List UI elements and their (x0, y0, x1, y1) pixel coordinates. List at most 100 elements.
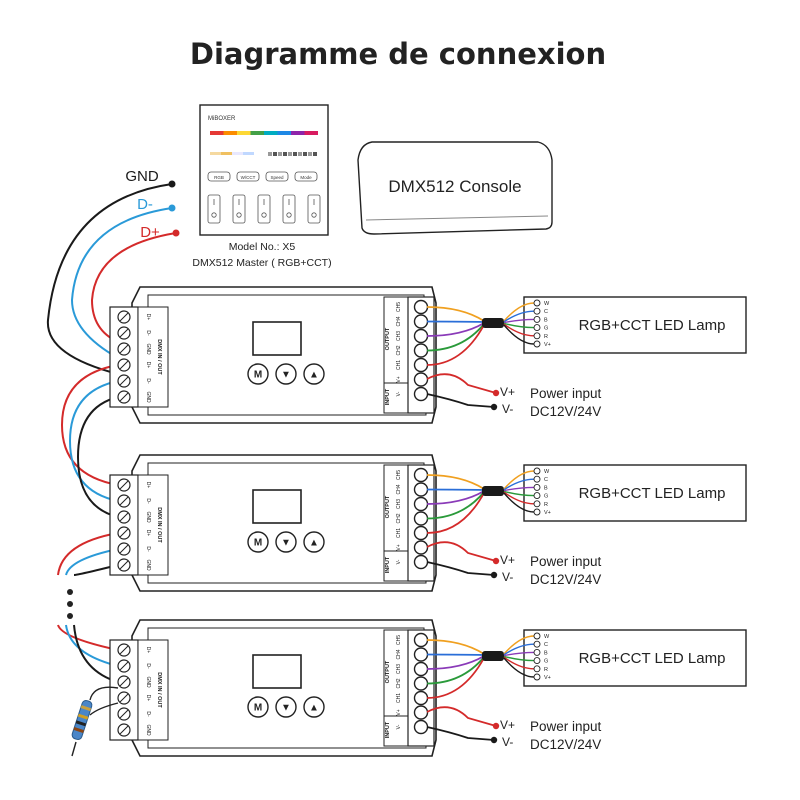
output-terminal-label: CH3 (396, 331, 402, 341)
lamp-pin (533, 657, 541, 665)
output-terminal-label: CH1 (396, 693, 402, 703)
console-body (357, 141, 553, 235)
decoder-button-mode[interactable]: M (247, 531, 269, 553)
output-channel-wire (426, 656, 485, 685)
cable-bundle (482, 318, 504, 328)
lamp-pin-label: V+ (544, 675, 551, 681)
remote-brightness-step (278, 152, 282, 156)
decoder-button-ring (303, 363, 325, 385)
output-terminal-screw (413, 357, 429, 373)
decoder-button-mode[interactable]: M (247, 363, 269, 385)
remote-key-label: Speed (270, 175, 284, 180)
dmx-screw-slot (119, 725, 129, 735)
output-terminal-screw (413, 314, 429, 329)
output-terminal-label: CH4 (396, 649, 402, 659)
lamp-pin (533, 299, 541, 307)
remote-color-strip (223, 131, 237, 135)
output-terminal-screw (413, 496, 429, 512)
bus-endpoints: GND D- D+ (125, 168, 180, 241)
lamp-pin (533, 508, 541, 516)
output-channel-wire (426, 657, 485, 699)
remote-key (265, 171, 289, 182)
lamp-pin-label: V+ (544, 342, 551, 348)
dmx-in-out-label: DMX IN / OUT (156, 507, 162, 543)
decoder-button-down[interactable]: ▼ (275, 363, 297, 385)
remote-zone-mark (311, 212, 317, 218)
power-vminus-wire (426, 393, 495, 408)
decoder-button-up[interactable]: ▲ (303, 531, 325, 553)
lamp-pin (533, 324, 541, 332)
dmx-terminal-label: GND (145, 559, 151, 571)
decoder-button-mode[interactable]: M (247, 696, 269, 718)
output-channel-wire (426, 491, 485, 520)
output-terminal-screw (413, 676, 429, 691)
gnd-bus-wire (46, 183, 173, 375)
lamp-pin-label: G (544, 659, 548, 665)
output-terminal-screw (413, 525, 429, 541)
power-input-label: Power input (530, 386, 602, 401)
lamp-pin-wire (503, 491, 535, 505)
dmx-screw-slot (119, 709, 129, 719)
dmx-terminal-label: GND (145, 676, 151, 688)
decoder-display (252, 654, 302, 689)
output-terminal-label: CH2 (396, 513, 402, 523)
decoder-button-ring (275, 531, 297, 553)
decoder-button-down[interactable]: ▼ (275, 696, 297, 718)
dmx-label-strip (137, 639, 169, 741)
output-terminal-screw (413, 719, 429, 735)
remote-brightness-step (283, 152, 287, 156)
output-terminal-label: CH5 (396, 302, 402, 312)
output-label-strip (383, 464, 409, 582)
lamp-pin-wire (503, 651, 535, 657)
input-terminal-label: V+ (396, 544, 402, 550)
remote-brightness-step (293, 152, 297, 156)
decoder-units: D+ D- GND D+ D- GND DMX IN / OUT M ▼ ▲ OUTPUT INPUT… (109, 286, 747, 757)
decoder-button-down[interactable]: ▼ (275, 531, 297, 553)
dmx-terminal-label: D+ (145, 695, 151, 702)
dmx-terminal-label: D+ (145, 362, 151, 369)
led-lamp-label: RGB+CCT LED Lamp (579, 317, 726, 334)
remote-zone-mark (211, 212, 217, 218)
output-label-strip (383, 296, 409, 414)
dmx-terminal-label: D- (145, 378, 151, 384)
led-lamp-box (523, 464, 747, 522)
lamp-pin (533, 467, 541, 475)
power-vplus-endpoint (492, 557, 500, 565)
lamp-pin (533, 673, 541, 681)
output-terminal-screw (413, 661, 429, 677)
output-channel-wire (426, 320, 485, 323)
dmx-label-strip (137, 306, 169, 408)
output-terminal-screw (413, 690, 429, 706)
dmx-screw-slot (119, 376, 129, 386)
lamp-pin-label: R (544, 502, 548, 508)
vplus-label: V+ (500, 385, 515, 399)
output-label: OUTPUT (385, 495, 391, 518)
remote-color-strip (250, 131, 264, 135)
output-terminal-screw (413, 647, 429, 662)
dmx-terminal-label: GND (145, 391, 151, 403)
lamp-pin-wire (503, 478, 535, 491)
dmx-terminal-label: GND (145, 724, 151, 736)
decoder-button-up[interactable]: ▲ (303, 363, 325, 385)
dmx-terminal-label: GND (145, 511, 151, 523)
led-lamp-label: RGB+CCT LED Lamp (579, 650, 726, 667)
power-voltage-label: DC12V/24V (530, 737, 601, 752)
dmx-terminal-label: D- (145, 711, 151, 717)
decoder-button-up[interactable]: ▲ (303, 696, 325, 718)
output-channel-wire (426, 653, 485, 656)
remote-model-number: Model No.: X5 (229, 241, 296, 253)
lamp-pin (533, 640, 541, 648)
input-terminal-label: V- (396, 559, 402, 564)
bus-wires (46, 183, 177, 683)
decoder-button-label: M (254, 538, 262, 549)
input-label: INPUT (385, 388, 391, 405)
remote-brand: MiBOXER (208, 116, 236, 122)
lamp-pin (533, 332, 541, 340)
output-label: OUTPUT (385, 327, 391, 350)
output-channel-wire (426, 323, 485, 352)
output-terminal-screw (413, 554, 429, 570)
lamp-pin (533, 307, 541, 315)
